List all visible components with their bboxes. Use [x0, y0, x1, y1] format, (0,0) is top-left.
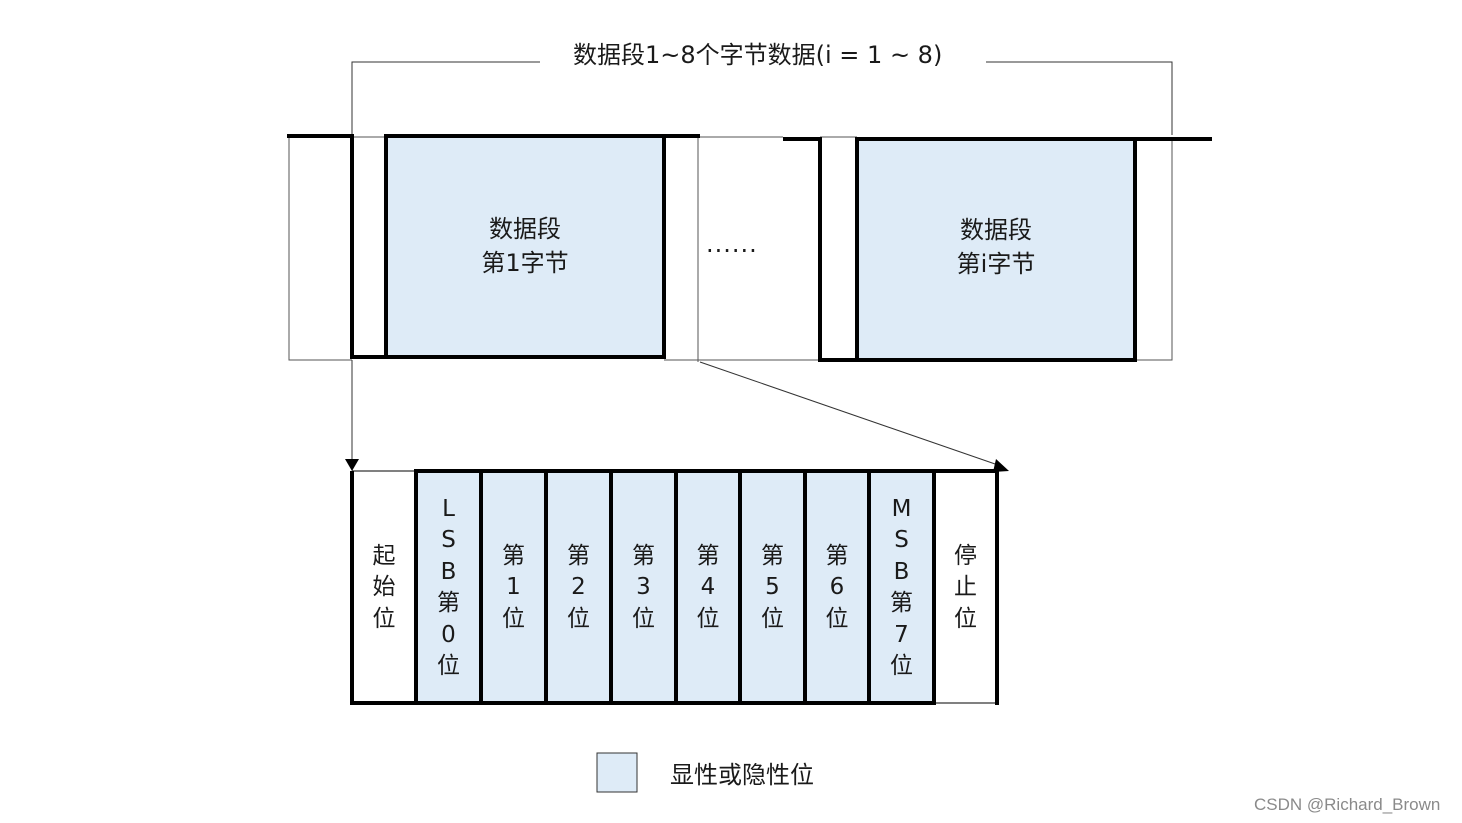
byte-box-1-label: 数据段 第1字节 [386, 212, 664, 280]
title-bracket-right [986, 61, 1173, 135]
bit-cell-fill [871, 473, 932, 701]
legend-label: 显性或隐性位 [670, 761, 814, 789]
zoom-arrowhead-left [345, 459, 359, 471]
watermark: CSDN @Richard_Brown [1254, 795, 1441, 814]
byte-box-i-line1: 数据段 [960, 216, 1032, 244]
bit-cell-fill [742, 473, 803, 701]
zoom-connector-right [699, 361, 999, 466]
bit-cell-fill [548, 473, 609, 701]
signal-waveform-left [287, 134, 700, 359]
bit-cell-label: 起始位 [372, 542, 396, 632]
byte-box-1-line1: 数据段 [489, 215, 561, 243]
ellipsis: ...... [706, 230, 758, 258]
bit-cell-fill [418, 473, 479, 701]
bit-cell-fill [678, 473, 738, 701]
bit-cell-fill [613, 473, 674, 701]
guide-right-frame [1135, 138, 1173, 361]
diagram-title: 数据段1~8个字节数据(i = 1 ~ 8) [573, 41, 943, 69]
zoom-arrowhead-right [993, 459, 1009, 472]
legend-swatch [596, 752, 638, 793]
byte-box-1 [386, 137, 664, 359]
bit-cell-fill [807, 473, 867, 701]
byte-box-1-line2: 第1字节 [481, 249, 569, 277]
title-bracket-left [351, 61, 540, 135]
byte-box-i-label: 数据段 第i字节 [857, 213, 1135, 281]
bit-cell-fill [483, 473, 544, 701]
bit-cells [350, 469, 999, 705]
byte-box-i [857, 137, 1135, 360]
byte-box-i-line2: 第i字节 [956, 250, 1036, 278]
bit-cell-label: 停止位 [954, 542, 977, 632]
guide-left-frame [288, 138, 352, 361]
